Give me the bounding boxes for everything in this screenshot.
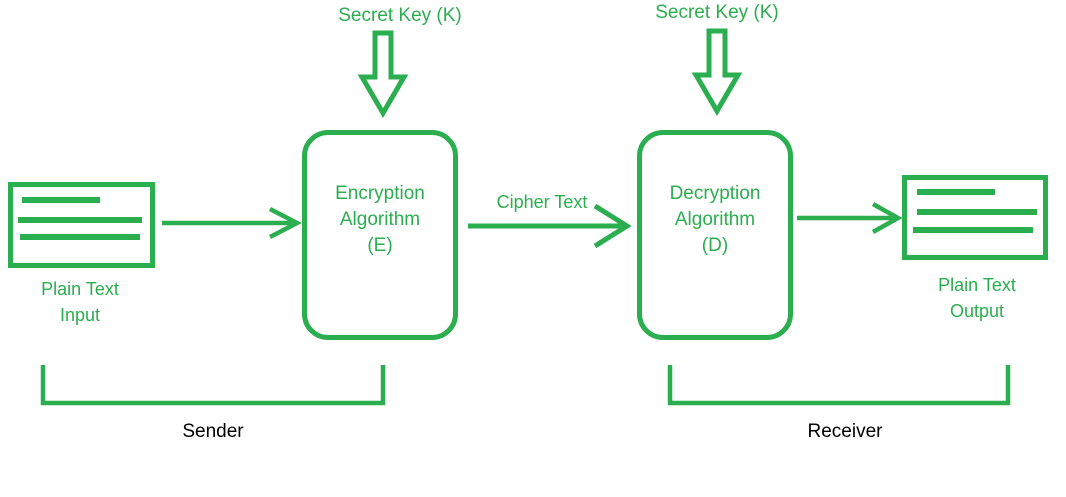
cipher-text-arrow-right-icon bbox=[468, 203, 632, 249]
sender-secret-key-label: Secret Key (K) bbox=[338, 5, 462, 26]
decryption-algorithm-box: Decryption Algorithm (D) bbox=[637, 130, 793, 340]
sender-bracket-icon bbox=[40, 365, 386, 406]
encryption-algorithm-box: Encryption Algorithm (E) bbox=[302, 130, 458, 340]
receiver-secret-key-label: Secret Key (K) bbox=[655, 2, 779, 23]
receiver-label: Receiver bbox=[807, 421, 883, 442]
document-text-line bbox=[20, 234, 140, 240]
document-text-line bbox=[22, 197, 100, 203]
document-text-line bbox=[913, 227, 1033, 233]
sender-label: Sender bbox=[182, 421, 244, 442]
decryption-to-output-arrow-right-icon bbox=[797, 202, 903, 234]
document-text-line bbox=[917, 209, 1037, 215]
document-text-line bbox=[18, 217, 142, 223]
input-to-encryption-arrow-right-icon bbox=[162, 207, 302, 239]
plain-text-input-document-icon bbox=[8, 182, 155, 268]
plain-text-input-label: Plain Text Input bbox=[41, 279, 119, 325]
document-text-line bbox=[917, 189, 995, 195]
sender-key-arrow-down-icon bbox=[357, 30, 409, 118]
receiver-bracket-icon bbox=[667, 365, 1011, 406]
receiver-key-arrow-down-icon bbox=[691, 28, 743, 116]
cipher-text-label: Cipher Text bbox=[496, 192, 588, 212]
plain-text-output-label: Plain Text Output bbox=[938, 275, 1016, 321]
plain-text-output-document-icon bbox=[902, 175, 1048, 260]
